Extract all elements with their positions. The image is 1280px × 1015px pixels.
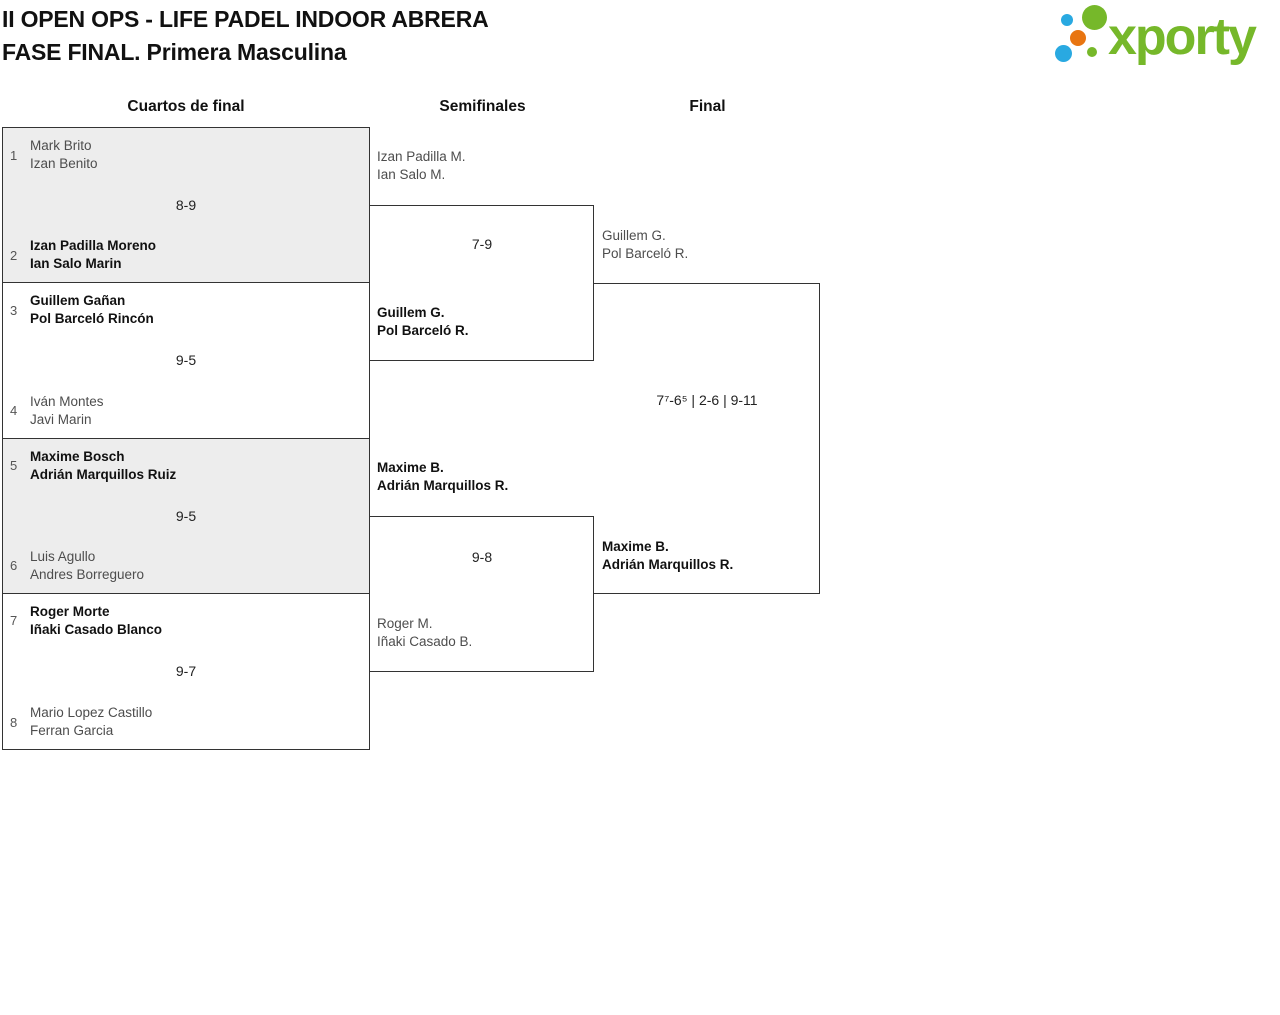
- player-name: Javi Marin: [30, 411, 92, 427]
- player-name: Pol Barceló Rincón: [30, 311, 154, 327]
- page-title-line2: FASE FINAL. Primera Masculina: [2, 39, 347, 65]
- page-title: II OPEN OPS - LIFE PADEL INDOOR ABRERA F…: [2, 3, 489, 69]
- logo-dot-blue-small-icon: [1061, 14, 1073, 26]
- player-name: Adrián Marquillos R.: [602, 557, 734, 572]
- team-name: Mario Lopez Castillo Ferran Garcia: [30, 704, 152, 740]
- match-score: 7⁷-6⁵ | 2-6 | 9-11: [656, 392, 758, 408]
- player-name: Iñaki Casado B.: [377, 634, 473, 649]
- player-name: Guillem Gañan: [30, 293, 126, 309]
- logo-dot-blue-big-icon: [1055, 45, 1072, 62]
- team-row: 7 Roger Morte Iñaki Casado Blanco: [10, 603, 162, 639]
- round-header-final: Final: [689, 98, 726, 115]
- logo-dot-green-small-icon: [1087, 47, 1097, 57]
- player-name: Ian Salo M.: [377, 167, 446, 182]
- team-name: Maxime Bosch Adrián Marquillos Ruiz: [30, 448, 176, 484]
- seed-number: 8: [10, 714, 18, 730]
- team-name: Guillem G. Pol Barceló R.: [602, 227, 688, 263]
- player-name: Iván Montes: [30, 393, 104, 409]
- logo-text: xporty: [1108, 8, 1257, 66]
- match-score: 9-8: [471, 549, 493, 565]
- team-name: Luis Agullo Andres Borreguero: [30, 548, 144, 584]
- quarterfinals-column: 1 Mark Brito Izan Benito 8-9 2 Izan Padi…: [2, 127, 370, 750]
- team-row: 5 Maxime Bosch Adrián Marquillos Ruiz: [10, 448, 176, 484]
- player-name: Maxime B.: [602, 539, 669, 554]
- player-name: Maxime B.: [377, 460, 444, 475]
- team-name: Mark Brito Izan Benito: [30, 137, 98, 173]
- qf-match-4[interactable]: 7 Roger Morte Iñaki Casado Blanco 9-7 8 …: [3, 593, 369, 749]
- player-name: Maxime Bosch: [30, 448, 125, 464]
- team-name: Iván Montes Javi Marin: [30, 393, 104, 429]
- seed-number: 1: [10, 147, 18, 163]
- player-name: Pol Barceló R.: [602, 246, 689, 261]
- player-name: Andres Borreguero: [30, 566, 145, 582]
- match-score: 9-5: [175, 507, 197, 524]
- qf-match-2[interactable]: 3 Guillem Gañan Pol Barceló Rincón 9-5 4…: [3, 283, 369, 439]
- seed-number: 4: [10, 403, 18, 418]
- match-score: 9-7: [175, 663, 197, 680]
- player-name: Izan Padilla M.: [377, 149, 466, 164]
- qf-match-3[interactable]: 5 Maxime Bosch Adrián Marquillos Ruiz 9-…: [3, 438, 369, 594]
- player-name: Iñaki Casado Blanco: [30, 621, 163, 637]
- player-name: Ian Salo Marin: [30, 256, 122, 272]
- round-header-semifinales: Semifinales: [439, 98, 526, 115]
- seed-number: 5: [10, 458, 18, 473]
- team-name: Maxime B. Adrián Marquillos R.: [602, 538, 733, 574]
- player-name: Pol Barceló R.: [377, 323, 469, 338]
- player-name: Mario Lopez Castillo: [30, 705, 153, 720]
- team-name: Guillem G. Pol Barceló R.: [377, 304, 469, 340]
- seed-number: 6: [10, 558, 18, 574]
- player-name: Ferran Garcia: [30, 723, 114, 738]
- team-name: Izan Padilla Moreno Ian Salo Marin: [30, 237, 156, 273]
- player-name: Guillem G.: [377, 305, 445, 320]
- match-score: 7-9: [471, 236, 493, 252]
- team-name: Guillem Gañan Pol Barceló Rincón: [30, 292, 154, 328]
- page-title-line1: II OPEN OPS - LIFE PADEL INDOOR ABRERA: [2, 6, 489, 32]
- player-name: Roger Morte: [30, 603, 110, 619]
- logo-dot-green-big-icon: [1082, 5, 1107, 30]
- team-row: 4 Iván Montes Javi Marin: [10, 393, 104, 429]
- final-box[interactable]: [594, 283, 820, 594]
- semifinal-1-box[interactable]: [370, 205, 594, 361]
- seed-number: 7: [10, 613, 18, 629]
- match-score: 9-5: [175, 352, 197, 369]
- team-name: Izan Padilla M. Ian Salo M.: [377, 148, 466, 184]
- player-name: Izan Padilla Moreno: [30, 238, 157, 254]
- team-row: 1 Mark Brito Izan Benito: [10, 137, 98, 173]
- player-name: Guillem G.: [602, 228, 666, 243]
- team-row: 3 Guillem Gañan Pol Barceló Rincón: [10, 292, 154, 328]
- player-name: Luis Agullo: [30, 548, 96, 564]
- logo-dot-orange-icon: [1070, 30, 1086, 46]
- player-name: Adrián Marquillos Ruiz: [30, 466, 177, 482]
- qf-match-1[interactable]: 1 Mark Brito Izan Benito 8-9 2 Izan Padi…: [3, 128, 369, 284]
- seed-number: 3: [10, 302, 18, 318]
- match-score: 8-9: [175, 197, 197, 214]
- round-header-cuartos: Cuartos de final: [127, 98, 245, 115]
- team-name: Roger M. Iñaki Casado B.: [377, 615, 472, 651]
- player-name: Mark Brito: [30, 138, 92, 153]
- player-name: Adrián Marquillos R.: [377, 478, 509, 493]
- team-row: 6 Luis Agullo Andres Borreguero: [10, 548, 144, 584]
- player-name: Roger M.: [377, 616, 433, 631]
- team-row: 2 Izan Padilla Moreno Ian Salo Marin: [10, 237, 156, 273]
- xporty-logo: xporty: [1048, 0, 1278, 80]
- semifinal-2-box[interactable]: [370, 516, 594, 672]
- team-name: Roger Morte Iñaki Casado Blanco: [30, 603, 162, 639]
- team-name: Maxime B. Adrián Marquillos R.: [377, 459, 508, 495]
- team-row: 8 Mario Lopez Castillo Ferran Garcia: [10, 704, 152, 740]
- player-name: Izan Benito: [30, 156, 98, 171]
- seed-number: 2: [10, 247, 18, 263]
